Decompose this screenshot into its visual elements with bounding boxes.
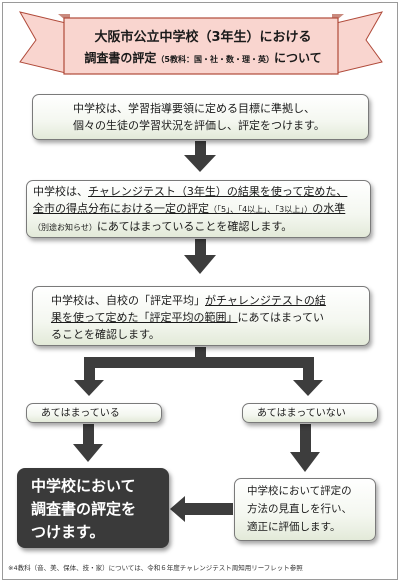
result-yes-line-3: つけます。 xyxy=(31,523,105,541)
ribbon-right-tail xyxy=(331,11,384,75)
arrow-down-2 xyxy=(184,239,216,274)
step-2-grade-levels: （「5」、「4以上」、「3以上」） xyxy=(209,205,313,214)
step-2-line-1a: 中学校は、 xyxy=(33,185,88,198)
step-2-line-1b: チャレンジテスト（3年生）の結果を使って定めた、 xyxy=(88,185,348,198)
step-2-box: 中学校は、チャレンジテスト（3年生）の結果を使って定めた、 全市の得点分布におけ… xyxy=(26,180,371,238)
step-3-line-1a: 中学校は、自校の「評定平均」 xyxy=(51,294,205,307)
arrow-crossbar xyxy=(84,357,314,368)
step-2-line-2b: の水準 xyxy=(312,202,346,215)
step-3-line-1b: がチャレンジテストの結 xyxy=(205,294,326,307)
step-2-separate-notice: （別途お知らせ） xyxy=(33,223,97,232)
arrow-branch-left xyxy=(74,357,104,396)
step-3-line-2b: にあてはまってい xyxy=(237,311,325,324)
step-1-box: 中学校は、学習指導要領に定める目標に準拠し、 個々の生徒の学習状況を評価し、評定… xyxy=(32,94,369,140)
branch-yes-box: あてはまっている xyxy=(26,403,162,423)
arrows xyxy=(73,141,323,522)
step-1-line-2: 個々の生徒の学習状況を評価し、評定をつけます。 xyxy=(73,119,325,132)
step-3-line-2a: 果を使って定めた「評定平均の範囲」 xyxy=(51,311,238,324)
arrow-left-back xyxy=(170,496,233,522)
arrow-down-no xyxy=(290,424,320,472)
title-line-2-suffix: について xyxy=(273,51,322,65)
step-3-box: 中学校は、自校の「評定平均」がチャレンジテストの結 果を使って定めた「評定平均の… xyxy=(32,286,370,346)
step-2-line-2a: 全市の得点分布における一定の評定 xyxy=(33,202,209,215)
step-3-line-1: 中学校は、自校の「評定平均」がチャレンジテストの結 xyxy=(51,292,361,309)
result-no-box: 中学校において評定の 方法の見直しを行い、 適正に評価します。 xyxy=(234,478,376,541)
step-1-line-1: 中学校は、学習指導要領に定める目標に準拠し、 xyxy=(73,102,315,115)
footnote: ※4教科（音、美、保体、技・家）については、令和６年度チャレンジテスト周知用リー… xyxy=(8,564,303,572)
step-2-line-3: （別途お知らせ）にあてはまっていることを確認します。 xyxy=(33,218,364,236)
result-no-line-1: 中学校において評定の xyxy=(247,485,352,497)
arrow-down-yes xyxy=(73,424,103,462)
page-title: 大阪市公立中学校（3年生）における 調査書の評定（5教科：国・社・数・理・英）に… xyxy=(70,28,336,70)
result-yes-box: 中学校において 調査書の評定を つけます。 xyxy=(17,468,169,548)
ribbon-center xyxy=(63,17,339,75)
result-yes-line-1: 中学校において xyxy=(31,477,136,495)
step-3-line-3: ることを確認します。 xyxy=(51,328,160,341)
title-line-2: 調査書の評定（5教科：国・社・数・理・英）について xyxy=(70,48,336,70)
step-3-line-2: 果を使って定めた「評定平均の範囲」にあてはまってい xyxy=(51,309,361,326)
result-yes-line-2: 調査書の評定を xyxy=(31,500,137,518)
arrow-down-1 xyxy=(184,141,216,172)
result-no-line-2: 方法の見直しを行い、 xyxy=(247,503,352,515)
title-line-2-prefix: 調査書の評定 xyxy=(84,51,157,65)
title-ribbon xyxy=(18,11,384,75)
branch-no-box: あてはまっていない xyxy=(242,403,378,423)
step-2-line-1: 中学校は、チャレンジテスト（3年生）の結果を使って定めた、 xyxy=(33,183,364,200)
ribbon-left-tail xyxy=(18,11,71,75)
page-frame xyxy=(2,2,398,580)
arrow-stem-3 xyxy=(195,347,206,358)
result-no-line-3: 適正に評価します。 xyxy=(247,521,341,533)
title-line-1: 大阪市公立中学校（3年生）における xyxy=(94,30,312,45)
step-2-line-3-text: にあてはまっていることを確認します。 xyxy=(96,220,293,233)
step-2-line-2: 全市の得点分布における一定の評定（「5」、「4以上」、「3以上」）の水準 xyxy=(33,200,364,218)
arrow-branch-right xyxy=(293,357,323,396)
title-subjects: （5教科：国・社・数・理・英） xyxy=(156,55,274,64)
